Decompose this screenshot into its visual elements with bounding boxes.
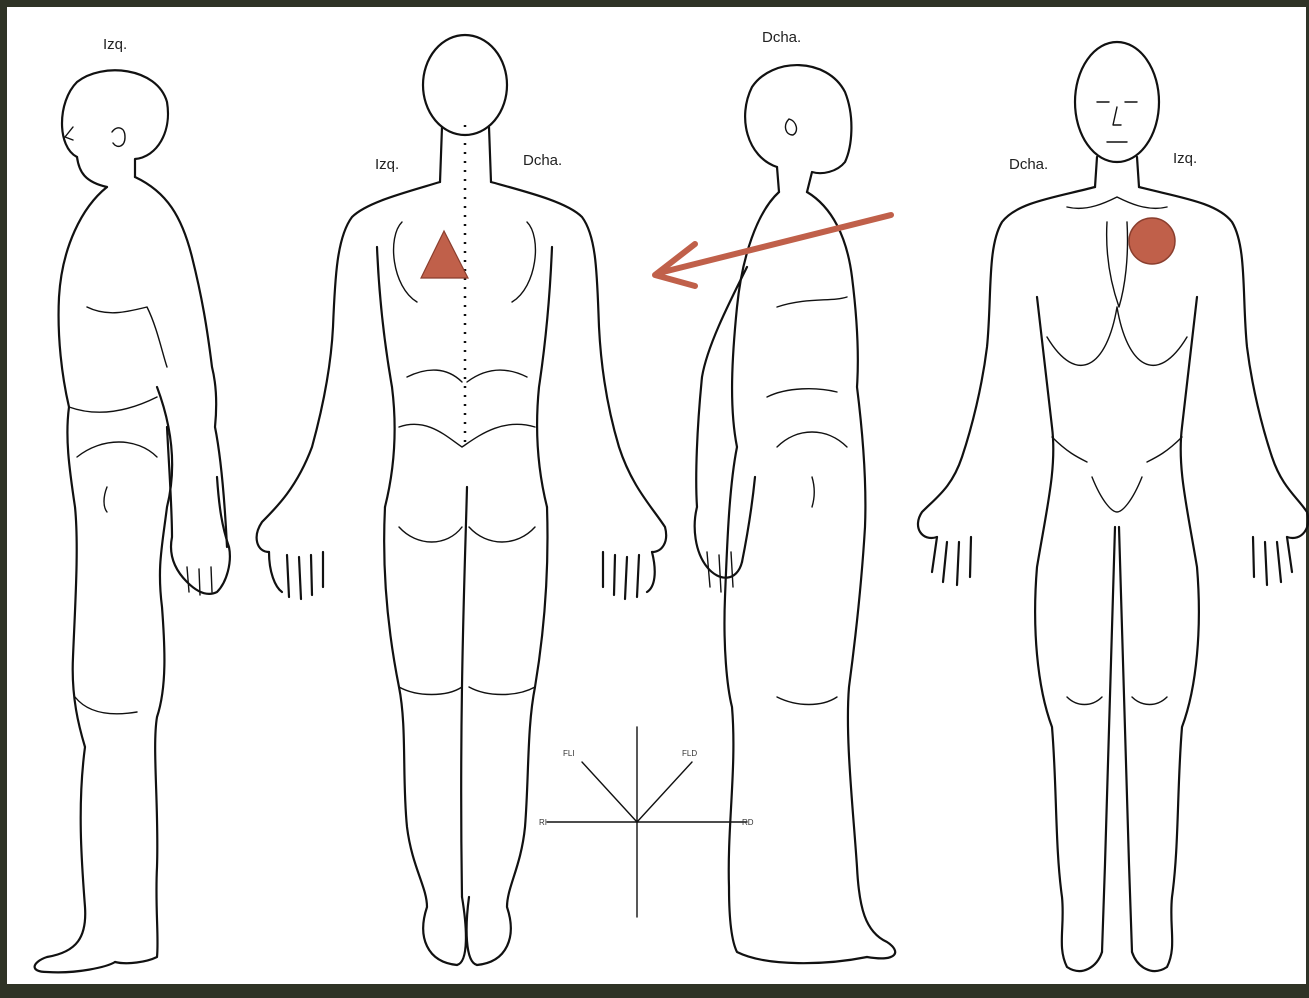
referral-arrow (655, 215, 891, 286)
figure-right-side: Dcha. (695, 29, 896, 963)
axis-label-upper-left-icon: FLI (563, 749, 575, 758)
label-front-right: Dcha. (1009, 156, 1048, 173)
axis-label-left-icon: RI (539, 818, 547, 827)
pain-circle-marker (1129, 218, 1175, 264)
label-front-left: Izq. (1173, 150, 1197, 167)
label-right-side: Dcha. (762, 29, 801, 46)
axes-compass: FLI FLD RI RD (539, 727, 754, 917)
axis-label-right-icon: RD (742, 818, 754, 827)
axis-label-upper-right-icon: FLD (682, 749, 697, 758)
figure-front: Dcha. Izq. (918, 42, 1308, 971)
figure-left-side: Izq. (35, 36, 230, 972)
figure-back: Izq. Dcha. (257, 35, 666, 965)
label-back-left: Izq. (375, 156, 399, 173)
body-chart: Izq. Izq. Dcha. (7, 7, 1309, 998)
pain-triangle-marker (421, 231, 468, 278)
label-back-right: Dcha. (523, 152, 562, 169)
label-left-side: Izq. (103, 36, 127, 53)
